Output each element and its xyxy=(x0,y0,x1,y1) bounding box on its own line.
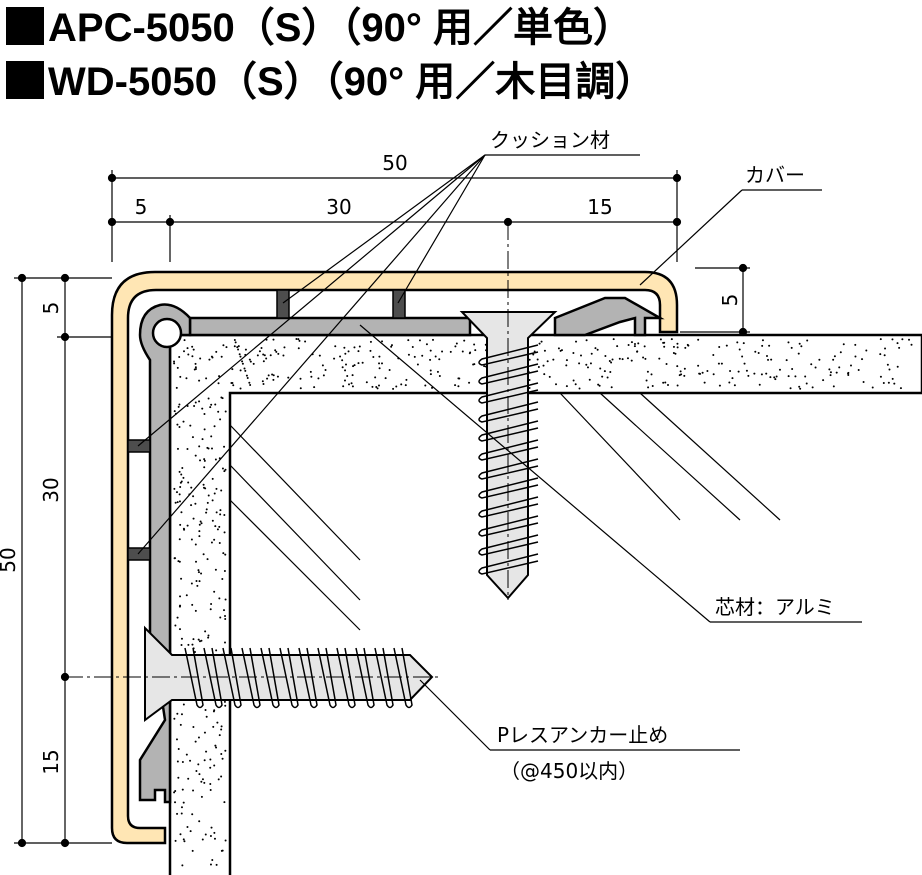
cushion-left-2 xyxy=(127,547,151,561)
title-wd: WD-5050（S）（90° 用／木目調） xyxy=(6,60,655,104)
center-lines xyxy=(65,222,509,678)
dim-left-total: 50 xyxy=(0,547,20,572)
dim-right-5: 5 xyxy=(718,294,742,307)
title-wd-text: WD-5050（S）（90° 用／木目調） xyxy=(48,60,656,104)
dim-top-5: 5 xyxy=(135,195,148,219)
dim-left-5: 5 xyxy=(39,302,63,315)
dim-top-15: 15 xyxy=(587,195,612,219)
square-bullet-icon xyxy=(6,61,44,99)
cushion-top-1 xyxy=(276,289,290,319)
dim-left-30: 30 xyxy=(39,477,63,502)
core-screw-port xyxy=(151,317,183,349)
square-bullet-icon xyxy=(6,7,44,45)
cushion-left-1 xyxy=(127,439,151,453)
title-apc-text: APC-5050（S）（90° 用／単色） xyxy=(48,6,634,50)
leader-lines xyxy=(137,154,862,751)
cushions xyxy=(127,289,406,561)
hatching xyxy=(229,392,781,631)
dim-left-15: 15 xyxy=(39,749,63,774)
dim-top-total: 50 xyxy=(382,151,407,175)
substrate-texture xyxy=(173,338,913,867)
cover xyxy=(110,270,679,845)
label-core: 芯材：アルミ xyxy=(715,595,835,619)
title-apc: APC-5050（S）（90° 用／単色） xyxy=(6,6,633,50)
label-anchor: Pレスアンカー止め xyxy=(497,723,668,747)
label-cushion: クッション材 xyxy=(490,128,610,152)
dimension-lines xyxy=(14,170,750,848)
label-cover: カバー xyxy=(745,163,805,187)
label-anchor-note: （@450以内） xyxy=(500,759,638,783)
dim-top-30: 30 xyxy=(326,195,351,219)
aluminium-core xyxy=(188,296,665,337)
horizontal-screw xyxy=(144,625,434,722)
